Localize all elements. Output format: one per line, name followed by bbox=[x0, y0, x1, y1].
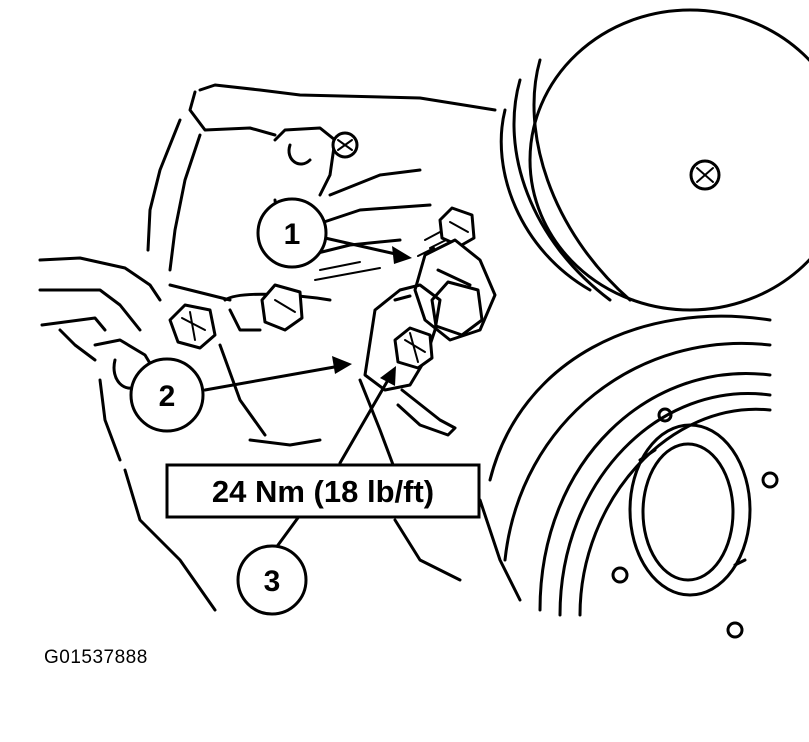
bolt-middle bbox=[260, 283, 304, 332]
engine-block bbox=[38, 83, 522, 612]
crank-pulley bbox=[488, 314, 779, 639]
torque-spec-box: 24 Nm (18 lb/ft) bbox=[165, 463, 481, 519]
callout-2: 2 bbox=[129, 357, 205, 433]
callout-3: 3 bbox=[236, 544, 308, 616]
callout-3-label: 3 bbox=[264, 565, 281, 598]
bolt-upper bbox=[438, 206, 476, 248]
callout-1-label: 1 bbox=[284, 218, 301, 251]
pulley-upper bbox=[499, 8, 809, 312]
figure-code: G01537888 bbox=[44, 647, 148, 668]
sensor-bolt bbox=[393, 326, 434, 370]
upper-bracket bbox=[273, 126, 359, 197]
sensor-assembly bbox=[413, 231, 497, 342]
torque-spec-text: 24 Nm (18 lb/ft) bbox=[212, 474, 434, 509]
bolt-left bbox=[168, 303, 217, 350]
callout-1: 1 bbox=[256, 197, 328, 269]
callout-2-label: 2 bbox=[159, 380, 176, 413]
